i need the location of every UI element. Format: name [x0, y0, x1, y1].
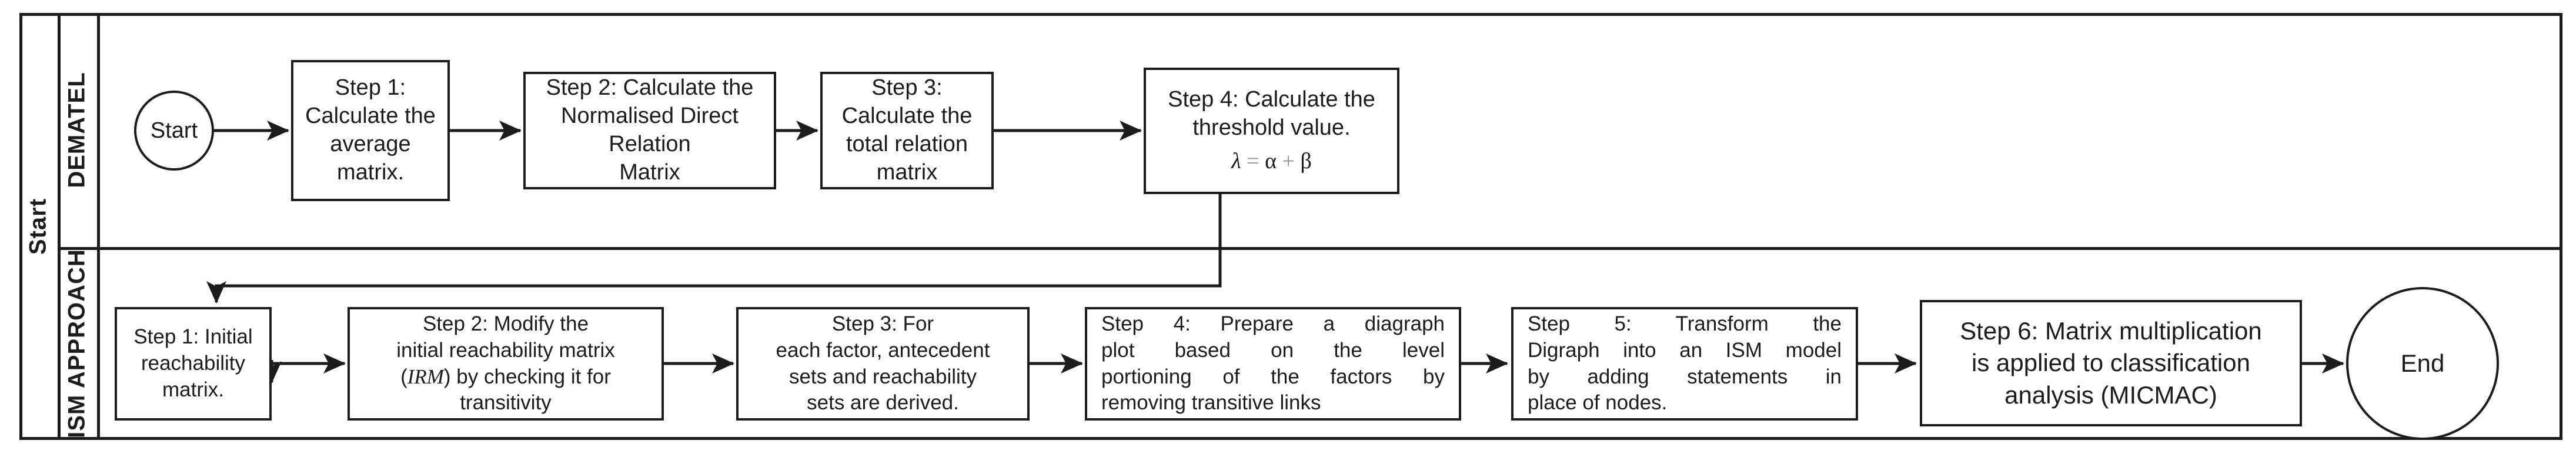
start-column-label: Start — [25, 198, 51, 255]
lane-label-column-divider — [97, 13, 100, 440]
start-node: Start — [134, 91, 214, 171]
start-node-label: Start — [150, 118, 198, 143]
end-node-label: End — [2400, 349, 2445, 377]
flowchart-frame — [19, 13, 2562, 440]
end-node: End — [2346, 287, 2499, 440]
lane-divider — [58, 247, 2562, 250]
lane-label-dematel: DEMATEL — [64, 72, 90, 188]
lane-label-ism-approach: ISM APPROACH — [64, 249, 90, 438]
start-column-divider — [58, 13, 61, 440]
threshold-formula: λ = α + β — [1231, 149, 1312, 174]
arrow-dematel-step4-to-ism-step1 — [206, 194, 1222, 303]
